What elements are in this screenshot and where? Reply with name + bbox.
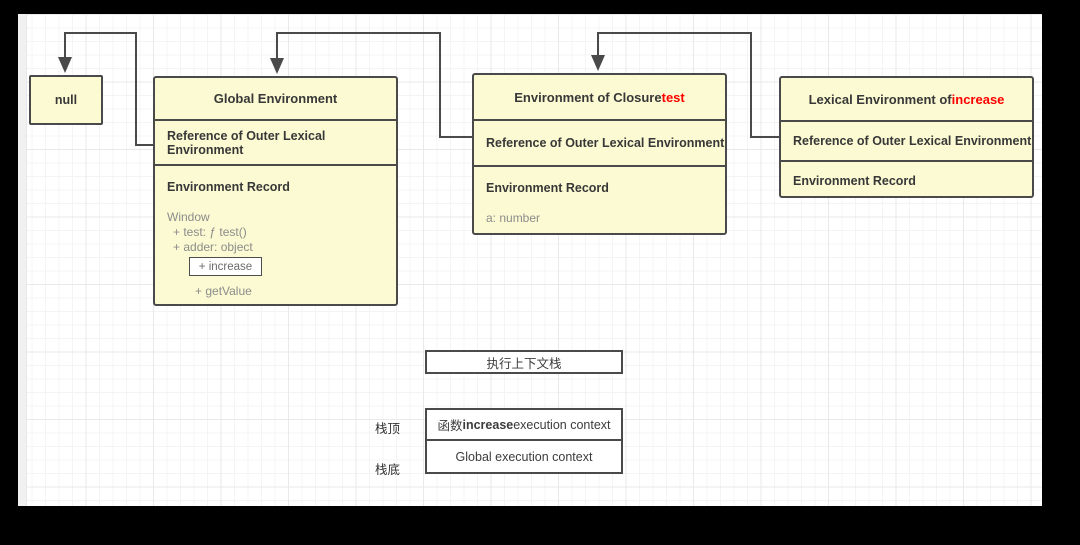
closure-environment-title: Environment of Closure test [474, 75, 725, 119]
node-null: null [29, 75, 103, 125]
execution-context-stack-title: 执行上下文栈 [425, 350, 623, 374]
canvas-left-edge [18, 14, 27, 506]
stack-frame-increase-name: increase [462, 417, 514, 432]
closure-title-prefix: Environment of Closure [514, 89, 662, 105]
increase-outer-reference: Reference of Outer Lexical Environment [781, 120, 1032, 160]
global-environment-title: Global Environment [213, 91, 338, 106]
stack-frame-increase-suffix: execution context [513, 417, 611, 432]
stack-frame-global: Global execution context [425, 439, 623, 474]
node-global-environment: Global Environment Reference of Outer Le… [153, 76, 398, 306]
closure-record-title: Environment Record [486, 181, 609, 195]
connector-layer [58, 32, 779, 146]
arrow-closure-to-global [270, 32, 472, 138]
stack-frame-increase-prefix: 函数 [437, 419, 463, 433]
global-entry-adder: + adder: object [173, 240, 253, 254]
increase-environment-record: Environment Record [781, 160, 1032, 200]
increase-environment-title: Lexical Environment of increase [781, 78, 1032, 120]
global-increase-chip: + increase [189, 257, 262, 276]
closure-environment-record: Environment Record a: number [474, 165, 725, 237]
stack-bottom-label: 栈底 [375, 463, 401, 477]
global-record-title: Environment Record [167, 180, 290, 194]
node-closure-environment: Environment of Closure test Reference of… [472, 73, 727, 235]
global-entry-test: + test: ƒ test() [173, 225, 247, 239]
increase-record-title: Environment Record [793, 174, 916, 188]
arrow-increase-to-closure [591, 32, 779, 138]
node-increase-environment: Lexical Environment of increase Referenc… [779, 76, 1034, 198]
diagram-canvas: null Global Environment Reference of Out… [18, 14, 1042, 506]
closure-title-highlight: test [661, 89, 685, 105]
arrow-global-to-null [58, 32, 153, 146]
global-outer-reference: Reference of Outer Lexical Environment [155, 119, 396, 164]
closure-entry-a: a: number [486, 211, 541, 225]
closure-outer-reference: Reference of Outer Lexical Environment [474, 119, 725, 165]
increase-title-prefix: Lexical Environment of [808, 91, 952, 107]
increase-title-highlight: increase [951, 91, 1005, 107]
stack-top-label: 栈顶 [375, 422, 401, 436]
global-environment-record: Environment Record Window + test: ƒ test… [155, 164, 396, 308]
global-entry-getvalue: + getValue [195, 284, 252, 298]
global-entry-window: Window [167, 210, 210, 224]
